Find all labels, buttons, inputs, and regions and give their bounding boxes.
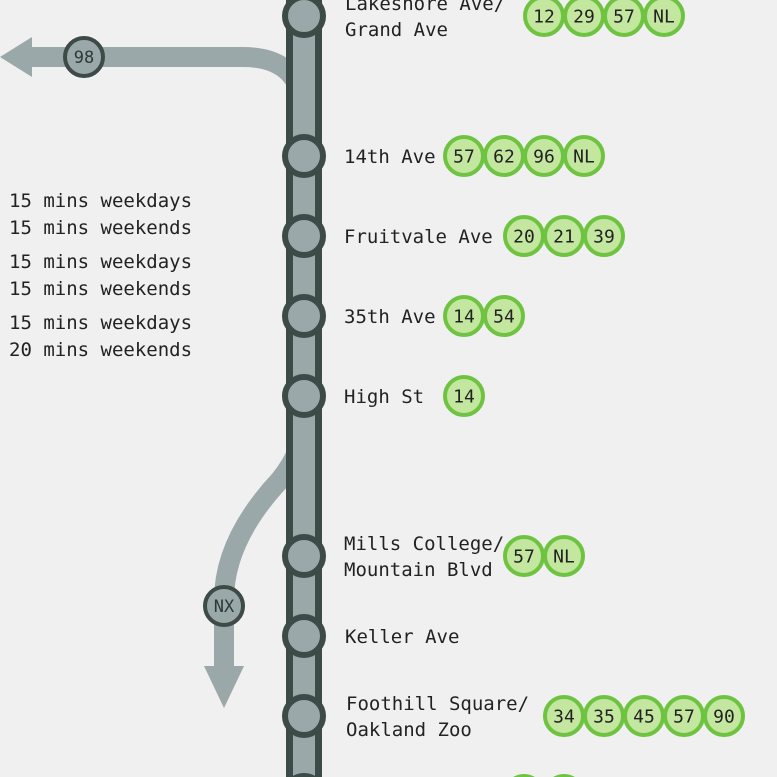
route-badge[interactable]: 57 [443,135,485,177]
route-badge[interactable]: 14 [443,375,485,417]
route-badge-label: 90 [713,707,735,728]
stop-marker[interactable] [282,694,326,738]
branch-route-marker[interactable] [63,36,105,78]
route-badge-circle [543,535,585,577]
route-badge-label: 21 [553,227,575,248]
route-badge[interactable]: 54 [483,295,525,337]
frequency-weekdays: 15 mins weekdays [9,251,192,273]
route-badge[interactable]: 39 [583,215,625,257]
route-badge-label: 39 [593,227,615,248]
route-badge-label: 29 [573,7,595,28]
route-badge-circle [703,695,745,737]
stop-marker[interactable] [282,134,326,178]
stop-marker[interactable] [282,0,326,38]
stop-name: 14th Ave [344,146,436,168]
stop-name: Grand Ave [345,19,448,41]
route-badge-label: NL [573,147,595,168]
route-badge-label: 34 [553,707,575,728]
stop-name: Oakland Zoo [346,719,472,741]
route-badge-label: 57 [513,547,535,568]
frequency-weekends: 20 mins weekends [9,339,192,361]
stop-name: Fruitvale Ave [344,226,493,248]
stop-name: Mills College/ [344,533,504,555]
stop[interactable]: Fruitvale Ave 20 21 39 [282,214,625,258]
route-badge-label: NL [653,7,675,28]
route-badge-circle [443,375,485,417]
route-badge[interactable]: NL [543,535,585,577]
route-badge[interactable]: 57 [603,0,645,37]
route-badge-label: NL [553,547,575,568]
frequency-weekdays: 15 mins weekdays [9,312,192,334]
stop-marker[interactable] [282,374,326,418]
route-badge-label: 12 [533,7,555,28]
stop[interactable]: High St 14 [282,374,485,418]
route-badge[interactable]: 12 [523,0,565,37]
stop-name: High St [344,386,424,408]
branch-route-label: 98 [74,48,94,68]
route-badge[interactable]: 62 [483,135,525,177]
route-badge-label: 62 [493,147,515,168]
stop-marker[interactable] [282,214,326,258]
frequency-note: 15 mins weekdays 15 mins weekends [9,251,192,300]
route-badge[interactable]: 20 [503,215,545,257]
stop[interactable]: Mills College/Mountain Blvd 57 NL [282,533,585,581]
stop-name: Keller Ave [345,626,459,648]
branch-nx-arrow-icon [204,666,244,708]
route-badge-label: 35 [593,707,615,728]
frequency-weekends: 15 mins weekends [9,217,192,239]
route-badge[interactable]: 90 [703,695,745,737]
route-badge[interactable]: 35 [583,695,625,737]
route-badge-label: 57 [453,147,475,168]
route-badge-circle [483,295,525,337]
route-badge-label: 57 [673,707,695,728]
branch-98-line [26,47,314,150]
route-badge-label: 54 [493,307,515,328]
route-badge-circle [583,215,625,257]
stop-marker[interactable] [282,534,326,578]
route-badge[interactable]: 21 [543,215,585,257]
stop[interactable]: 35th Ave 14 54 [282,294,525,338]
stop[interactable]: Foothill Square/Oakland Zoo 34 35 45 57 90 [282,693,745,741]
route-badge[interactable]: 14 [443,295,485,337]
branch-route-marker[interactable] [203,585,245,627]
stop-marker[interactable] [282,294,326,338]
route-badge[interactable]: 57 [663,695,705,737]
stop-name: 35th Ave [344,306,436,328]
frequency-weekdays: 15 mins weekdays [9,190,192,212]
route-badge-label: 14 [453,307,475,328]
route-badge[interactable]: 57 [503,535,545,577]
frequency-note: 15 mins weekdays 20 mins weekends [9,312,192,361]
route-badge-label: 57 [613,7,635,28]
stop[interactable]: Lakeshore Ave/Grand Ave 12 29 57 NL [282,0,685,41]
route-badge[interactable]: 34 [543,695,585,737]
route-badge-circle [563,135,605,177]
stop-name: Foothill Square/ [346,693,529,715]
route-badge[interactable]: 96 [523,135,565,177]
route-badge[interactable]: 29 [563,0,605,37]
frequency-weekends: 15 mins weekends [9,278,192,300]
route-badge-circle [643,0,685,37]
branch-98-arrow-icon [0,37,32,77]
route-badge[interactable]: 45 [623,695,665,737]
stop-name: Lakeshore Ave/ [345,0,505,15]
route-badge[interactable]: NL [563,135,605,177]
route-badge-label: 20 [513,227,535,248]
stop-name: Mountain Blvd [344,559,493,581]
route-badge-label: 14 [453,387,475,408]
stop[interactable]: 14th Ave 57 62 96 NL [282,134,605,178]
stop[interactable]: Keller Ave [282,614,459,658]
route-badge[interactable]: NL [643,0,685,37]
stop-marker[interactable] [282,614,326,658]
branch-route-label: NX [214,597,235,617]
route-badge-label: 45 [633,707,655,728]
frequency-note: 15 mins weekdays 15 mins weekends [9,190,192,239]
route-badge-label: 96 [533,147,555,168]
